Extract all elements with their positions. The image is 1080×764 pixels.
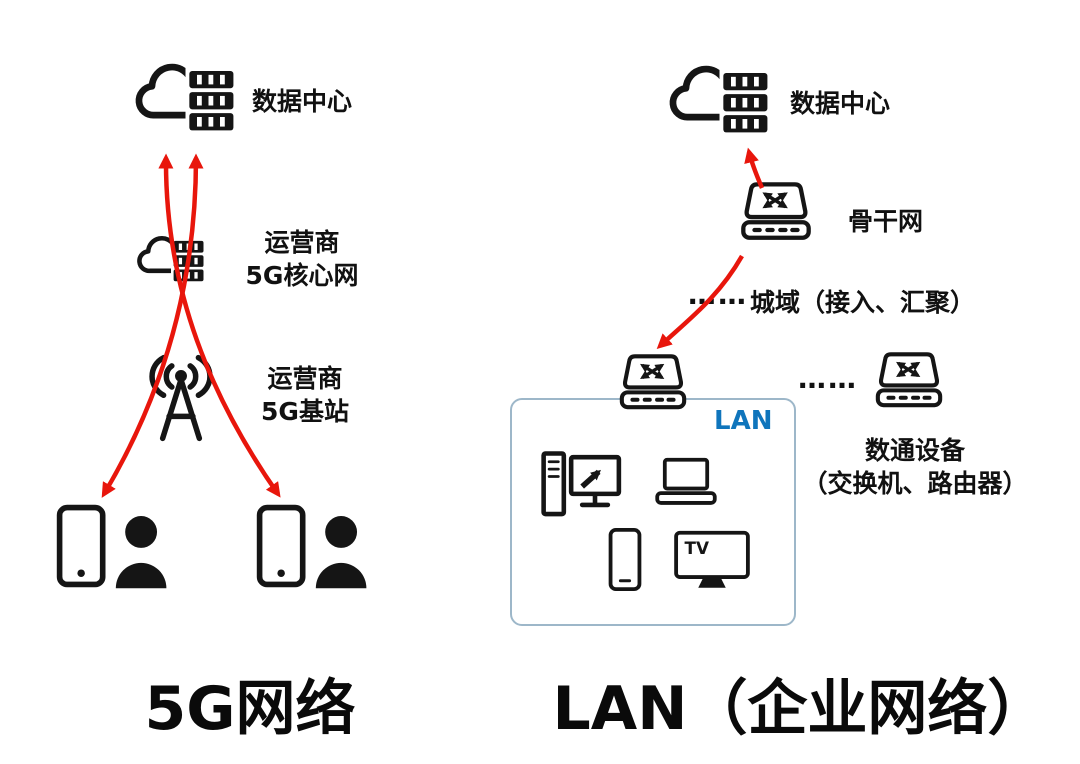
devices-label: 数通设备 （交换机、路由器）: [790, 434, 1040, 500]
tv-text: TV: [685, 538, 709, 558]
desktop-computer-icon: [538, 448, 630, 526]
tv-icon: TV: [674, 530, 750, 588]
right-data-center-label: 数据中心: [790, 89, 891, 118]
metro-ellipsis: ……: [688, 278, 748, 311]
backbone-label: 骨干网: [848, 207, 924, 236]
switch-icon: [868, 350, 950, 416]
laptop-icon: [648, 456, 724, 509]
left-base-station-label: 运营商 5G基站: [230, 362, 380, 428]
cloud-server-icon: [132, 224, 210, 289]
cloud-server-icon: [662, 48, 777, 144]
right-diagram-title: LAN（企业网络）: [552, 674, 1048, 744]
core-label-line1: 运营商: [264, 228, 340, 257]
core-label-line2: 5G核心网: [245, 261, 359, 290]
devices-label-line1: 数通设备: [864, 436, 965, 465]
phone-user-icon: [252, 502, 374, 591]
devices-label-line2: （交换机、路由器）: [802, 469, 1028, 498]
left-diagram-title: 5G网络: [144, 674, 356, 744]
base-label-line2: 5G基站: [261, 397, 349, 426]
metro-label: 城域（接入、汇聚）: [750, 288, 976, 317]
antenna-icon: [126, 352, 236, 444]
base-label-line1: 运营商: [267, 364, 343, 393]
devices-ellipsis: ……: [798, 362, 858, 395]
left-data-center-label: 数据中心: [252, 87, 353, 116]
phone-user-icon: [52, 502, 174, 591]
cloud-server-icon: [128, 46, 243, 142]
smartphone-icon: [606, 526, 644, 593]
left-core-network-label: 运营商 5G核心网: [222, 226, 382, 292]
lan-box-label: LAN: [714, 406, 773, 436]
switch-icon: [733, 180, 819, 249]
switch-icon: [612, 352, 694, 418]
